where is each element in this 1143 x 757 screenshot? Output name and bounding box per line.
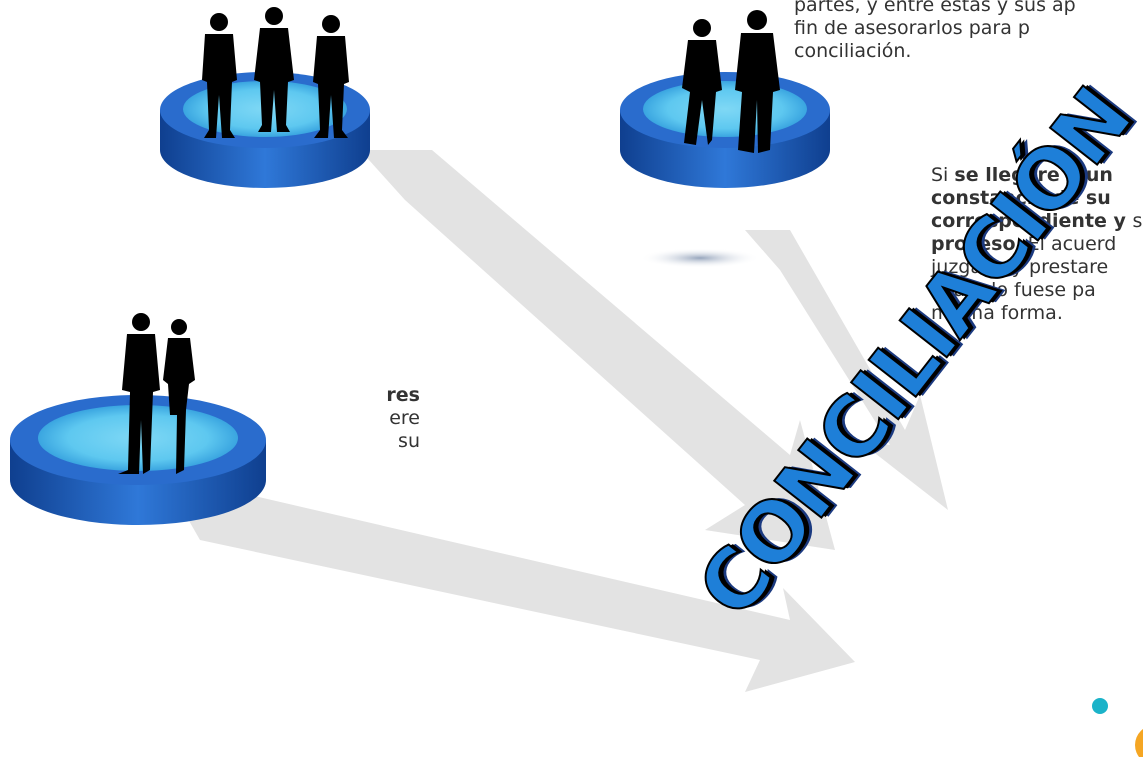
text-left-line-2: ere bbox=[389, 407, 420, 429]
text-block-left: res ere su bbox=[360, 384, 420, 453]
arrow-from-bottom-left-platform bbox=[180, 495, 855, 692]
arrow-from-top-left-platform bbox=[360, 150, 835, 550]
platform-shadow bbox=[640, 248, 760, 268]
text-top-line-2: fin de asesorarlos para p bbox=[794, 17, 1030, 39]
text-right-line-6: acuerdo fuese pa bbox=[931, 279, 1096, 301]
text-left-line-3: su bbox=[398, 430, 420, 452]
text-left-l1: res bbox=[386, 384, 420, 406]
text-top-line-3: conciliación. bbox=[794, 40, 912, 62]
text-right-l2-b: constancia de su bbox=[931, 187, 1111, 209]
platform-top-right bbox=[620, 72, 830, 188]
text-right-l3-c: s bbox=[1132, 210, 1143, 232]
couple-icon bbox=[118, 313, 195, 474]
people-pair-icon bbox=[682, 10, 780, 153]
text-right-line-1: Si se llegare a un bbox=[931, 164, 1143, 187]
text-right-line-5: juzgada y prestare bbox=[931, 256, 1109, 278]
text-right-l4-c: . El acuerd bbox=[1015, 233, 1117, 255]
text-right-line-4: proceso. El acuerd bbox=[931, 233, 1143, 256]
text-right-l1-b: se llegare a un bbox=[954, 164, 1113, 186]
text-right-line-3: correspondiente y s bbox=[931, 210, 1143, 233]
text-right-l4-b: proceso bbox=[931, 233, 1016, 255]
text-right-l3-b: correspondiente y bbox=[931, 210, 1133, 232]
text-right-line-2: constancia de su bbox=[931, 187, 1143, 210]
text-block-top: partes, y entre éstas y sus ap fin de as… bbox=[794, 0, 1143, 63]
teal-dot bbox=[1092, 698, 1108, 714]
arrow-from-top-right-platform bbox=[745, 230, 948, 510]
text-right-l1-a: Si bbox=[931, 164, 955, 186]
text-left-line-1: res bbox=[360, 384, 420, 407]
text-right-line-7: misma forma. bbox=[931, 302, 1063, 324]
people-group-icon bbox=[202, 7, 349, 138]
orange-dot bbox=[1135, 729, 1143, 757]
text-block-right: Si se llegare a un constancia de su corr… bbox=[931, 164, 1143, 325]
text-top-line-1: partes, y entre éstas y sus ap bbox=[794, 0, 1076, 16]
